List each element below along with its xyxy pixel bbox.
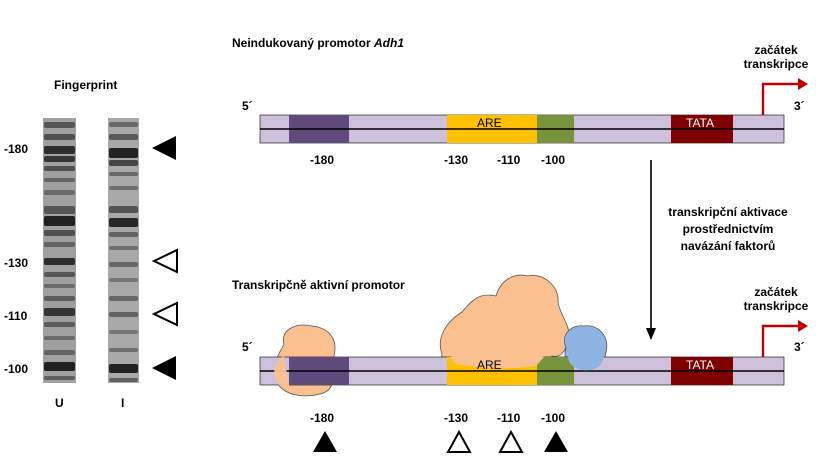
bottom-promoter-title: Transkripčně aktivní promotor <box>232 278 405 292</box>
gel-band <box>44 230 75 236</box>
gel-band <box>109 330 138 334</box>
top-end-5: 5´ <box>242 99 253 113</box>
gel-band <box>109 296 138 301</box>
gel-lane-label-i: I <box>121 396 125 410</box>
gel-marker-open-110 <box>151 301 178 327</box>
gel-band <box>44 146 75 154</box>
gel-band <box>109 232 138 237</box>
top-tss-label: začátek transkripce <box>740 43 812 71</box>
bottom-promoter-strand <box>259 356 785 386</box>
gel-band <box>44 362 75 371</box>
gel-band <box>109 218 138 227</box>
gel-label-130: -130 <box>4 256 29 270</box>
gel-band <box>109 378 138 382</box>
bottom-tss-label-line1: začátek <box>754 285 798 299</box>
gel-band <box>44 156 75 162</box>
gel-band <box>44 178 75 182</box>
factor-large-front <box>450 351 544 369</box>
gel-band <box>109 312 138 317</box>
bottom-end-3: 3´ <box>794 340 805 354</box>
gel-band <box>109 348 138 352</box>
gel-band <box>44 122 75 128</box>
gel-band <box>44 166 75 171</box>
gel-band <box>44 350 75 355</box>
gel-band <box>44 284 75 288</box>
gel-bands-u <box>44 122 75 380</box>
top-pos-110: -110 <box>497 153 521 167</box>
gel-band <box>109 134 138 140</box>
transition-line2: prostřednictvím <box>682 222 774 236</box>
top-tss-label-line2: transkripce <box>743 57 809 71</box>
gel-label-180: -180 <box>4 142 29 156</box>
gel-band <box>44 272 75 277</box>
bottom-pos-180: -180 <box>310 411 335 425</box>
gel-band <box>109 278 138 282</box>
top-are-label: ARE <box>477 116 502 130</box>
bottom-tss-arrow <box>761 324 800 357</box>
gel-band <box>44 308 75 316</box>
top-end-3: 3´ <box>794 99 805 113</box>
gel-band <box>109 262 138 267</box>
transition-line3: navázání faktorů <box>680 239 776 253</box>
gel-band <box>44 322 75 327</box>
gel-lane-label-u: U <box>55 396 64 410</box>
gel-marker-filled-100 <box>152 356 176 380</box>
gel-lane-u <box>43 118 76 383</box>
top-promoter-title: Neindukovaný promotor Adh1 <box>232 36 404 50</box>
factor-left-front <box>274 356 289 390</box>
gel-image <box>43 118 139 383</box>
gel-title: Fingerprint <box>54 78 118 92</box>
gel-band <box>44 134 75 140</box>
top-pos-180: -180 <box>310 153 335 167</box>
top-tata-label: TATA <box>686 116 714 130</box>
gel-label-110: -110 <box>4 309 28 323</box>
gel-band <box>109 206 138 213</box>
gel-band <box>44 336 75 340</box>
gel-band <box>109 172 138 176</box>
gel-band <box>109 364 138 373</box>
top-promoter-strand <box>259 114 785 144</box>
gel-band <box>44 376 75 380</box>
gel-band <box>109 148 138 158</box>
transition-label: transkripční aktivace prostřednictvím na… <box>660 204 796 255</box>
top-promoter-title-prefix: Neindukovaný promotor <box>232 36 375 50</box>
gel-marker-open-130 <box>151 248 178 274</box>
footprint-filled-180 <box>313 431 337 452</box>
bottom-tss-label: začátek transkripce <box>740 285 812 313</box>
gel-marker-filled-180 <box>152 136 176 160</box>
bottom-end-5: 5´ <box>242 340 253 354</box>
gel-band <box>44 206 75 214</box>
bottom-pos-110: -110 <box>497 411 521 425</box>
top-promoter-gene: Adh1 <box>374 36 405 50</box>
footprint-open-110 <box>498 429 524 453</box>
bottom-are-label: ARE <box>477 358 502 372</box>
factor-blue-front <box>568 350 604 371</box>
gel-band <box>44 190 75 195</box>
gel-band <box>44 242 75 247</box>
footprint-filled-100 <box>544 431 568 452</box>
top-tss-label-line1: začátek <box>754 43 798 57</box>
gel-label-100: -100 <box>4 362 29 376</box>
top-tss-arrowhead <box>798 78 808 90</box>
transition-arrowhead <box>646 328 656 340</box>
bottom-pos-130: -130 <box>444 411 469 425</box>
bottom-tss-label-line2: transkripce <box>743 299 809 313</box>
bottom-pos-100: -100 <box>541 411 566 425</box>
bottom-tata-label: TATA <box>686 358 714 372</box>
footprint-open-130 <box>446 429 472 453</box>
transition-line1: transkripční aktivace <box>668 205 788 219</box>
gel-bands-i <box>109 122 138 382</box>
top-pos-100: -100 <box>541 153 566 167</box>
gel-band <box>44 296 75 301</box>
gel-band <box>44 258 75 265</box>
top-pos-130: -130 <box>444 153 469 167</box>
gel-band <box>109 186 138 190</box>
gel-band <box>109 122 138 127</box>
bottom-tss-arrowhead <box>798 320 808 332</box>
top-tss-arrow <box>761 82 800 115</box>
gel-band <box>44 216 75 226</box>
gel-band <box>109 160 138 166</box>
gel-band <box>109 246 138 250</box>
